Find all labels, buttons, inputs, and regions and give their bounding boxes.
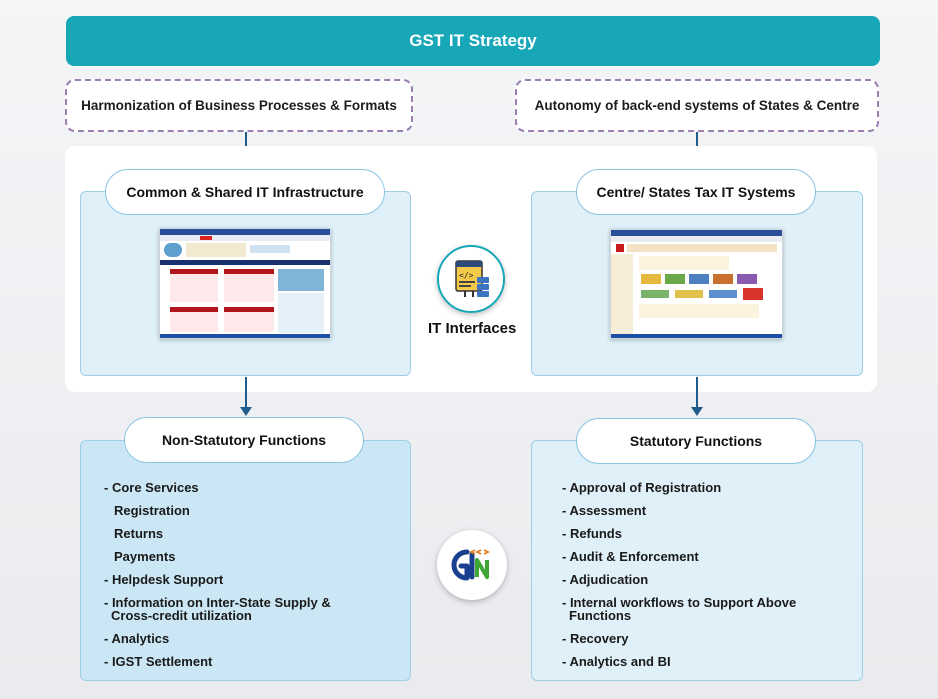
- list-item: - Refunds: [562, 526, 622, 541]
- statutory-title: Statutory Functions: [576, 418, 816, 464]
- page-title: GST IT Strategy: [66, 16, 880, 66]
- list-item: Cross-credit utilization: [111, 608, 252, 623]
- list-item: - Core Services: [104, 480, 199, 495]
- statutory-list: - Approval of Registration - Assessment …: [562, 481, 852, 678]
- non-statutory-title: Non-Statutory Functions: [124, 417, 364, 463]
- gstn-logo-icon: [437, 530, 507, 600]
- list-item: - Assessment: [562, 503, 647, 518]
- non-statutory-list: - Core Services Registration Returns Pay…: [104, 481, 394, 678]
- list-item: Registration: [114, 503, 190, 518]
- list-item: - Recovery: [562, 631, 629, 646]
- gst-portal-screenshot: [159, 228, 331, 339]
- list-item: Payments: [114, 549, 176, 564]
- list-item: - IGST Settlement: [104, 654, 213, 669]
- list-item: - Adjudication: [562, 572, 649, 587]
- arrow-left-bottom: [239, 377, 253, 417]
- it-interfaces-icon: </>: [437, 245, 505, 313]
- list-item: - Helpdesk Support: [104, 572, 224, 587]
- list-item: - Audit & Enforcement: [562, 549, 699, 564]
- arrow-right-bottom: [690, 377, 704, 417]
- list-item: Returns: [114, 526, 164, 541]
- list-item: - Information on Inter-State Supply &: [104, 595, 331, 610]
- list-item: - Internal workflows to Support Above: [562, 595, 797, 610]
- tax-system-screenshot: [610, 229, 783, 339]
- tax-systems-label: Centre/ States Tax IT Systems: [576, 169, 816, 215]
- statutory-box: [531, 440, 863, 681]
- svg-text:</>: </>: [459, 271, 474, 280]
- list-item: Functions: [569, 608, 632, 623]
- common-infrastructure-label: Common & Shared IT Infrastructure: [105, 169, 385, 215]
- list-item: - Analytics and BI: [562, 654, 671, 669]
- principle-autonomy: Autonomy of back-end systems of States &…: [515, 79, 879, 132]
- list-item: - Analytics: [104, 631, 170, 646]
- list-item: - Approval of Registration: [562, 480, 722, 495]
- principle-harmonization: Harmonization of Business Processes & Fo…: [65, 79, 413, 132]
- it-interfaces-label: IT Interfaces: [428, 320, 517, 337]
- non-statutory-box: [80, 440, 411, 681]
